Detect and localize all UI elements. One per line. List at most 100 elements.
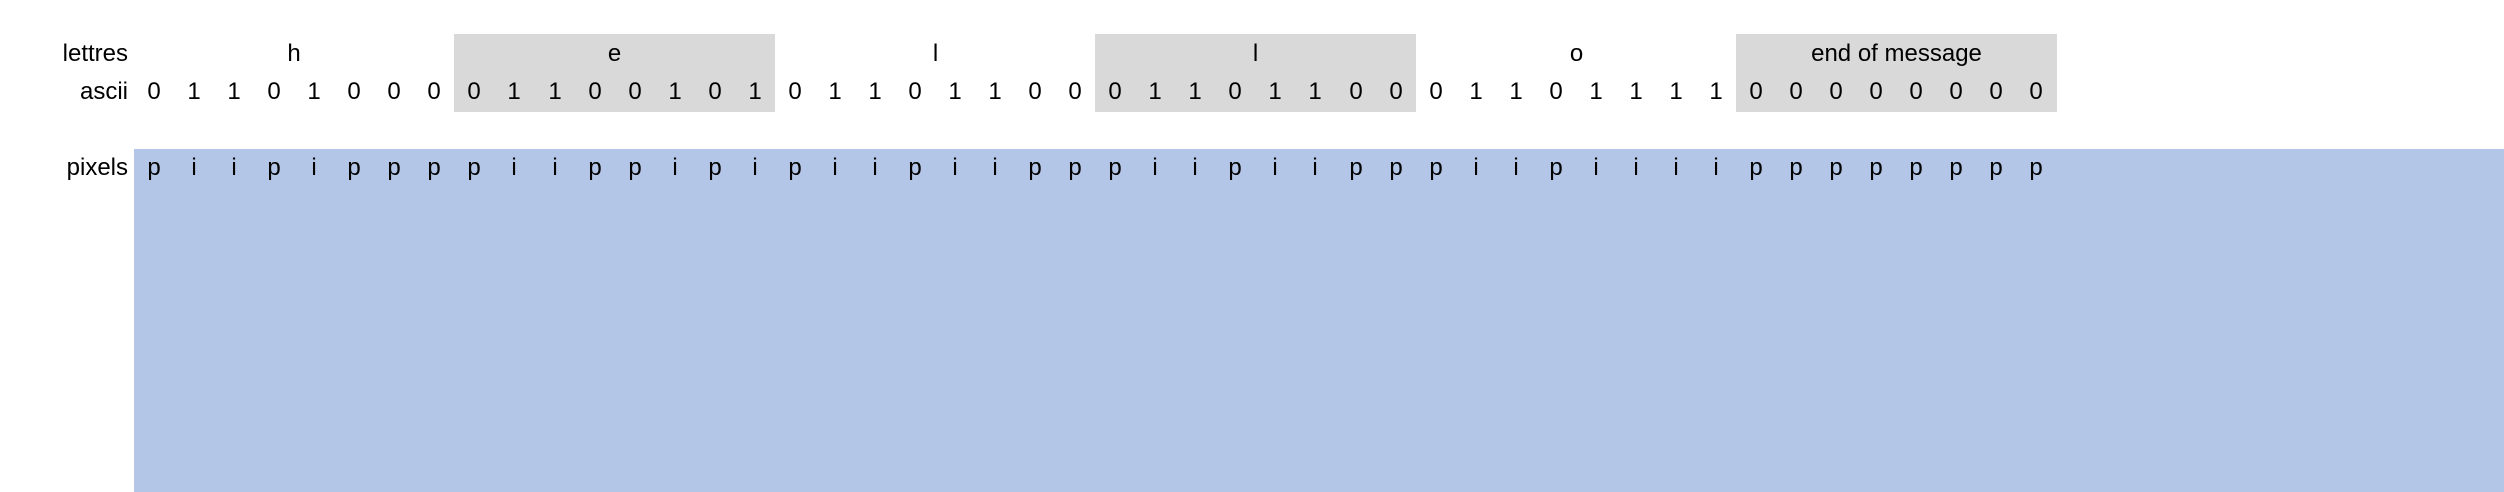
pixel-cell: p (387, 154, 401, 181)
pixel-cell: i (1713, 154, 1719, 181)
pixel-cell: p (1228, 154, 1242, 181)
ascii-bit-cell: 1 (1709, 78, 1723, 105)
pixel-cell: i (1593, 154, 1599, 181)
ascii-bit-cell: 1 (1669, 78, 1683, 105)
letter-label: e (607, 40, 622, 67)
ascii-bit-cell: 0 (628, 78, 642, 105)
letter-block: l (1095, 34, 1416, 112)
row-label-lettres: lettres (62, 40, 128, 67)
ascii-bit-cell: 1 (1188, 78, 1202, 105)
pixel-cell: p (1389, 154, 1403, 181)
ascii-bit-cell: 1 (1509, 78, 1523, 105)
ascii-bit-cell: 0 (387, 78, 401, 105)
pixel-cell: p (347, 154, 361, 181)
ascii-bit-cell: 1 (1629, 78, 1643, 105)
ascii-bit-cell: 0 (1228, 78, 1242, 105)
ascii-bit-cell: 1 (988, 78, 1002, 105)
pixel-cell: i (1633, 154, 1639, 181)
pixel-cell: i (992, 154, 998, 181)
letter-block: end of message (1736, 34, 2057, 112)
ascii-bit-cell: 0 (1749, 78, 1763, 105)
pixel-cell: i (672, 154, 678, 181)
ascii-bit-cell: 1 (187, 78, 201, 105)
ascii-bit-cell: 0 (1869, 78, 1883, 105)
pixel-cell: i (511, 154, 517, 181)
ascii-bit-cell: 1 (1308, 78, 1322, 105)
ascii-bit-cell: 0 (467, 78, 481, 105)
pixel-cell: i (1513, 154, 1519, 181)
ascii-bit-cell: 0 (347, 78, 361, 105)
pixel-cell: i (752, 154, 758, 181)
letter-block: h (134, 34, 454, 112)
pixel-cell: p (2029, 154, 2043, 181)
pixel-cell: p (427, 154, 441, 181)
ascii-bit-cell: 0 (1389, 78, 1403, 105)
pixel-cell: p (1028, 154, 1042, 181)
ascii-bit-cell: 0 (2029, 78, 2043, 105)
ascii-bit-cell: 1 (668, 78, 682, 105)
pixel-cell: i (1312, 154, 1318, 181)
pixel-cell: p (1949, 154, 1963, 181)
ascii-bit-cell: 0 (1349, 78, 1363, 105)
pixel-cell: p (1749, 154, 1763, 181)
pixel-cell: p (1068, 154, 1082, 181)
pixel-cell: i (872, 154, 878, 181)
pixel-cell: p (1349, 154, 1363, 181)
ascii-bit-cell: 0 (267, 78, 281, 105)
ascii-bit-cell: 0 (1949, 78, 1963, 105)
pixel-cell: p (788, 154, 802, 181)
ascii-bit-cell: 0 (1068, 78, 1082, 105)
letter-label: o (1569, 40, 1584, 67)
ascii-bit-cell: 0 (1789, 78, 1803, 105)
pixel-cell: p (708, 154, 722, 181)
pixel-cell: p (628, 154, 642, 181)
ascii-bit-cell: 0 (1989, 78, 2003, 105)
letter-label: l (932, 40, 939, 67)
pixel-cell: p (467, 154, 481, 181)
ascii-bit-cell: 1 (948, 78, 962, 105)
pixel-cell: p (1789, 154, 1803, 181)
ascii-bit-cell: 1 (507, 78, 521, 105)
pixel-cell: i (1473, 154, 1479, 181)
pixel-cell: i (832, 154, 838, 181)
pixel-cell: i (1673, 154, 1679, 181)
letter-label: l (1252, 40, 1259, 67)
letter-label: h (287, 40, 301, 67)
pixel-cell: p (1829, 154, 1843, 181)
ascii-bit-cell: 0 (1549, 78, 1563, 105)
ascii-bit-cell: 1 (1589, 78, 1603, 105)
row-label-pixels: pixels (66, 154, 128, 181)
ascii-bit-cell: 0 (1909, 78, 1923, 105)
pixel-cell: p (908, 154, 922, 181)
ascii-bit-cell: 1 (828, 78, 842, 105)
ascii-bit-cell: 0 (1108, 78, 1122, 105)
pixel-cell: p (1429, 154, 1443, 181)
ascii-bit-cell: 1 (1148, 78, 1162, 105)
ascii-bit-cell: 1 (868, 78, 882, 105)
ascii-bit-cell: 1 (227, 78, 241, 105)
ascii-bit-cell: 1 (1469, 78, 1483, 105)
letter-block: e (454, 34, 775, 112)
pixel-cell: p (1108, 154, 1122, 181)
letter-block: o (1416, 34, 1737, 112)
pixel-cell: p (147, 154, 161, 181)
pixel-cell: i (1192, 154, 1198, 181)
ascii-bit-cell: 1 (307, 78, 321, 105)
ascii-bit-cell: 0 (147, 78, 161, 105)
pixel-cell: p (1989, 154, 2003, 181)
ascii-bit-cell: 0 (427, 78, 441, 105)
ascii-bit-cell: 0 (1429, 78, 1443, 105)
pixel-cell: p (267, 154, 281, 181)
ascii-bit-cell: 0 (1028, 78, 1042, 105)
pixel-cell: p (1869, 154, 1883, 181)
pixel-cell: i (231, 154, 237, 181)
pixel-cell: i (311, 154, 317, 181)
letter-block: l (775, 34, 1096, 112)
pixel-cell: i (1152, 154, 1158, 181)
pixel-cell: i (952, 154, 958, 181)
ascii-bit-cell: 1 (748, 78, 762, 105)
ascii-bit-cell: 0 (908, 78, 922, 105)
ascii-bit-cell: 0 (1829, 78, 1843, 105)
pixel-cell: p (1909, 154, 1923, 181)
